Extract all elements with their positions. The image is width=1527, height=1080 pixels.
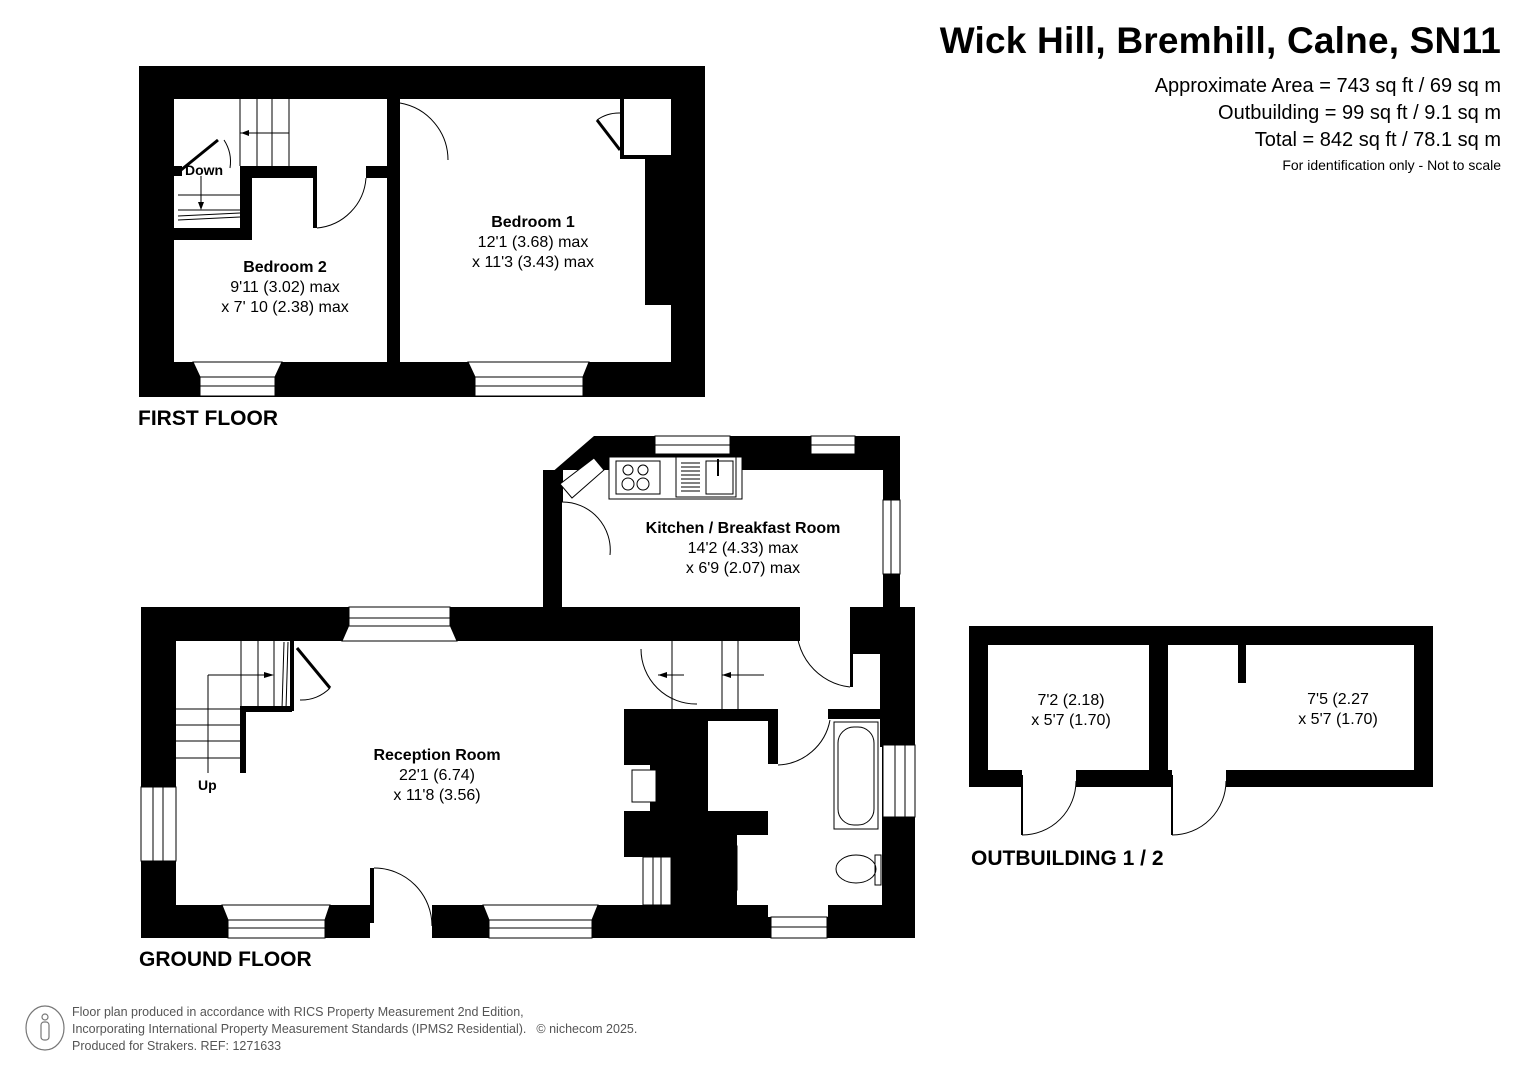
room-dimension: 12'1 (3.68) max xyxy=(477,234,589,251)
room-bedroom-1: Bedroom 1 12'1 (3.68) max x 11'3 (3.43) … xyxy=(472,213,594,273)
room-name: Bedroom 2 xyxy=(243,259,327,276)
ground-floor-label: GROUND FLOOR xyxy=(139,948,312,971)
total-area: Total = 842 sq ft / 78.1 sq m xyxy=(1254,129,1501,151)
room-name: Kitchen / Breakfast Room xyxy=(645,520,841,537)
outbuilding-label: OUTBUILDING 1 / 2 xyxy=(971,847,1164,870)
property-title: Wick Hill, Bremhill, Calne, SN11 xyxy=(939,20,1501,61)
first-floor-plan xyxy=(139,66,705,397)
outbuilding-area: Outbuilding = 99 sq ft / 9.1 sq m xyxy=(1218,102,1501,124)
room-dimension: 22'1 (6.74) xyxy=(399,767,475,784)
room-name: Bedroom 1 xyxy=(491,214,575,231)
room-outbuilding-2: 7'5 (2.27 x 5'7 (1.70) xyxy=(1298,690,1378,730)
room-dimension: x 5'7 (1.70) xyxy=(1298,711,1378,728)
scale-disclaimer: For identification only - Not to scale xyxy=(1282,157,1501,173)
room-dimension: x 11'3 (3.43) max xyxy=(472,254,594,271)
first-floor-label: FIRST FLOOR xyxy=(138,407,278,430)
outbuilding-plan xyxy=(969,626,1433,836)
room-bedroom-2: Bedroom 2 9'11 (3.02) max x 7' 10 (2.38)… xyxy=(221,258,349,318)
footer-credits: Floor plan produced in accordance with R… xyxy=(72,1004,637,1055)
approximate-area: Approximate Area = 743 sq ft / 69 sq m xyxy=(1154,75,1501,97)
room-dimension: 7'2 (2.18) xyxy=(1037,692,1105,709)
copyright: © nichecom 2025. xyxy=(536,1022,638,1036)
footer-line-1: Floor plan produced in accordance with R… xyxy=(72,1005,524,1019)
room-dimension: x 7' 10 (2.38) max xyxy=(221,299,349,316)
room-name: Reception Room xyxy=(373,747,501,764)
room-dimension: 9'11 (3.02) max xyxy=(230,279,340,296)
ground-floor-plan xyxy=(140,435,916,939)
person-icon xyxy=(25,1005,65,1051)
footer-line-3: Produced for Strakers. REF: 1271633 xyxy=(72,1039,282,1053)
stair-up-label: Up xyxy=(198,777,217,793)
room-kitchen-breakfast: Kitchen / Breakfast Room 14'2 (4.33) max… xyxy=(646,519,841,579)
footer-line-2: Incorporating International Property Mea… xyxy=(72,1022,527,1036)
room-dimension: x 11'8 (3.56) xyxy=(393,787,481,804)
room-reception: Reception Room 22'1 (6.74) x 11'8 (3.56) xyxy=(373,746,500,806)
stair-down-label: Down xyxy=(185,162,224,178)
room-dimension: 14'2 (4.33) max xyxy=(687,540,799,557)
room-dimension: 7'5 (2.27 xyxy=(1307,691,1369,708)
room-dimension: x 5'7 (1.70) xyxy=(1031,712,1111,729)
room-dimension: x 6'9 (2.07) max xyxy=(685,560,801,577)
room-outbuilding-1: 7'2 (2.18) x 5'7 (1.70) xyxy=(1031,691,1111,731)
